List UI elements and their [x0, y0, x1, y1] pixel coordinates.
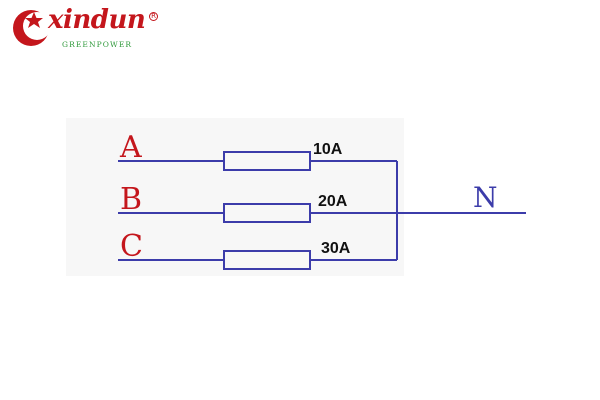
- brand-tagline: GREENPOWER: [62, 40, 133, 49]
- labels: A 10A B 20A C 30A N: [119, 130, 498, 264]
- fuse-rating-b: 20A: [318, 193, 348, 210]
- phase-label-c: C: [120, 229, 143, 264]
- registered-mark: R: [149, 12, 158, 21]
- phase-label-a: A: [119, 130, 142, 165]
- neutral-label: N: [473, 181, 498, 214]
- diagram-background: [66, 118, 404, 276]
- brand-name: xindun: [48, 5, 146, 35]
- fuse-c: [223, 250, 311, 270]
- fuse-a: [223, 151, 311, 171]
- wires: [118, 151, 526, 270]
- fuse-rating-a: 10A: [313, 141, 343, 158]
- logo-mark-icon: [13, 10, 51, 46]
- fuse-rating-c: 30A: [321, 240, 351, 257]
- phase-label-b: B: [120, 182, 142, 217]
- fuse-b: [223, 203, 311, 223]
- brand-logo: xindun R GREENPOWER: [10, 5, 160, 50]
